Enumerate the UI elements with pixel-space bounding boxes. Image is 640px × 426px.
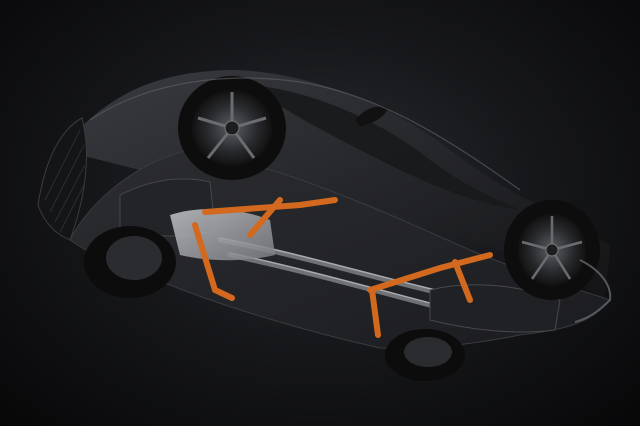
body-highlight xyxy=(89,77,521,191)
side-mirror xyxy=(355,106,388,126)
brace-front-cross xyxy=(202,197,338,215)
front-wheel-lower xyxy=(84,226,176,298)
rear-wheel-lower xyxy=(385,329,465,381)
brace-front-v xyxy=(247,197,283,238)
brace-rear-cross xyxy=(367,252,493,293)
rear-subframe xyxy=(429,284,561,333)
brace-rear-v xyxy=(369,287,381,338)
side-window xyxy=(250,85,520,210)
front-wheel-upper xyxy=(178,76,286,180)
brace-rear-diag xyxy=(452,259,473,303)
grille-mesh xyxy=(44,129,86,233)
brace-front-diag xyxy=(192,222,235,301)
front-grille xyxy=(37,117,87,241)
rear-wheel-upper xyxy=(504,200,600,300)
rear-bumper xyxy=(574,259,612,323)
chassis-braces xyxy=(192,197,493,338)
aluminum-plate xyxy=(170,208,275,261)
